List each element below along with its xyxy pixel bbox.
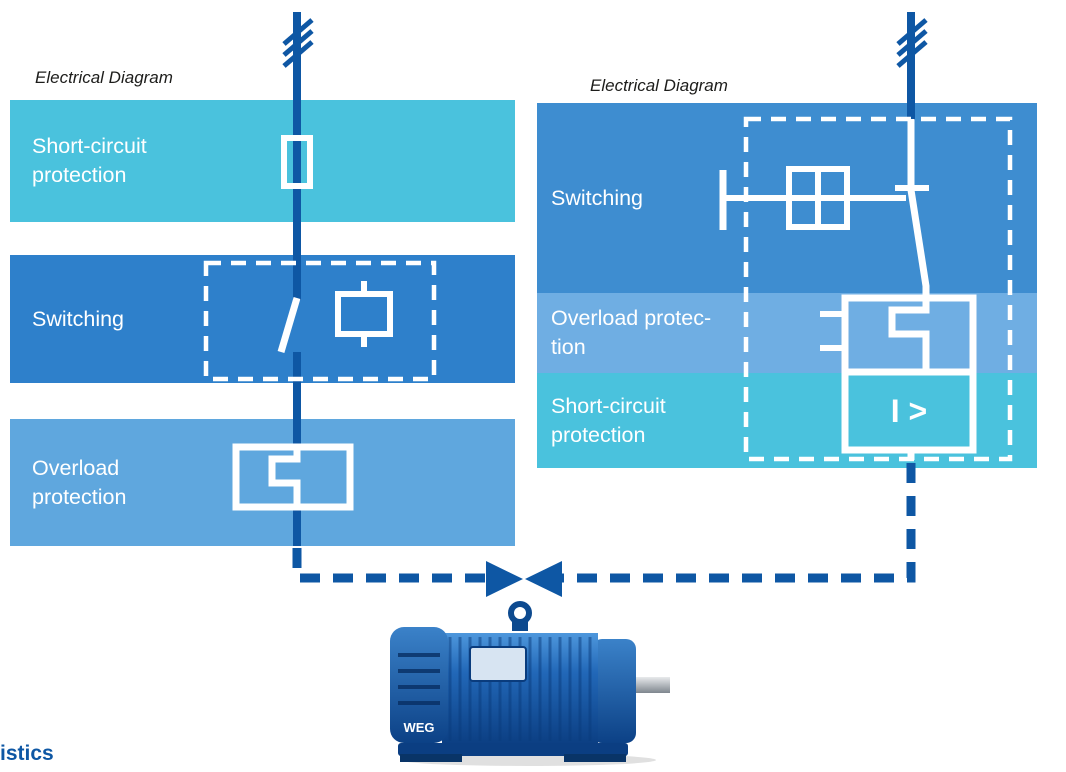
- motor-image: WEG: [390, 601, 670, 766]
- motor-base: [398, 743, 628, 756]
- left-diagram-label: Electrical Diagram: [35, 68, 173, 87]
- motor-end-bell: [592, 639, 636, 743]
- left-band-short-circuit-label: Short-circuit protection: [32, 134, 147, 187]
- left-band-short-circuit: Short-circuit protection: [10, 100, 515, 222]
- left-band-overload-label: Overload protection: [32, 455, 127, 509]
- motor-shaft: [630, 677, 670, 693]
- right-band-overload-label: Overload protec- tion: [551, 306, 712, 359]
- right-band-switching: Switching: [537, 103, 1037, 293]
- left-three-phase-slash-icon: [282, 18, 314, 68]
- right-band-overload: Overload protec- tion: [537, 293, 1037, 373]
- eyebolt-icon: [508, 601, 532, 625]
- motor-foot-left: [400, 754, 462, 762]
- motor-foot-right: [564, 754, 626, 762]
- left-band-switching-label: Switching: [32, 306, 125, 331]
- partial-heading: istics: [0, 742, 54, 765]
- motor-nameplate: [469, 646, 527, 682]
- left-band-overload: Overload protection: [10, 419, 515, 546]
- right-three-phase-slash-icon: [896, 18, 928, 68]
- right-diagram-label: Electrical Diagram: [590, 76, 728, 95]
- left-band-switching: Switching: [10, 255, 515, 383]
- right-band-short-circuit-label: Short-circuit protection: [551, 393, 666, 447]
- fan-cover-slots: [398, 653, 440, 705]
- motor-logo: WEG: [403, 720, 434, 735]
- right-dashed-connector: [562, 463, 916, 583]
- bowtie-arrow-icon: [486, 561, 562, 597]
- right-band-switching-label: Switching: [551, 185, 644, 210]
- eyebolt-base: [512, 621, 528, 631]
- right-band-short-circuit: Short-circuit protection: [537, 373, 1037, 468]
- left-dashed-connector: [292, 548, 486, 583]
